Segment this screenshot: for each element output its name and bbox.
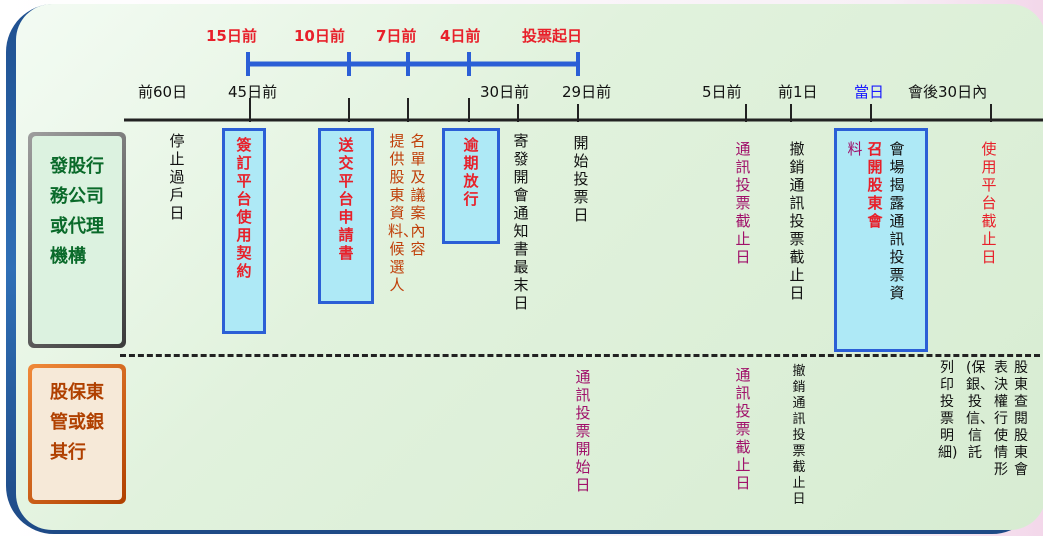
cust-bank-note: (保銀、投信、信託 bbox=[966, 360, 994, 461]
event-sign-contract-box bbox=[222, 128, 266, 334]
event-stop-transfer: 停止過戶日 bbox=[169, 132, 185, 222]
event-vote-end: 通訊投票截止日 bbox=[735, 140, 751, 266]
event-hold-meeting: 召開股東會 bbox=[867, 140, 883, 230]
event-provide-data: 提供股東資料、候選人 bbox=[388, 132, 419, 294]
event-notice-deadline: 寄發開會通知書最末日 bbox=[513, 132, 529, 312]
agency-label-text: 發股行務公司或代理機構 bbox=[50, 156, 104, 267]
event-sign-contract: 簽訂平台使用契約 bbox=[236, 136, 252, 280]
event-submit-application: 送交平台申請書 bbox=[338, 136, 354, 262]
label-4d: 4日前 bbox=[440, 27, 481, 45]
custodian-section-box: 股保東管或銀其行 bbox=[28, 364, 126, 504]
cust-revoke-end: 撤銷通訊投票截止日 bbox=[792, 364, 806, 507]
agency-label: 發股行務公司或代理機構 bbox=[50, 152, 106, 272]
label-7d: 7日前 bbox=[376, 27, 417, 45]
axis-1d: 前1日 bbox=[778, 83, 818, 101]
axis-60d: 前60日 bbox=[138, 83, 188, 101]
axis-30d-after: 會後30日內 bbox=[908, 83, 988, 101]
cust-print-detail: 列印投票明細) bbox=[938, 360, 958, 461]
event-platform-end: 使用平台截止日 bbox=[981, 140, 997, 266]
diagram-panel: 15日前 10日前 7日前 4日前 投票起日 前60日 45日前 30日前 29… bbox=[16, 4, 1043, 530]
cust-view-votes: 股東查閱股東會 bbox=[1014, 360, 1028, 478]
custodian-label-text: 股保東管或銀其行 bbox=[50, 382, 104, 463]
event-overdue-release: 逾期放行 bbox=[463, 136, 479, 208]
event-vote-start: 開始投票日 bbox=[573, 134, 589, 224]
axis-29d: 29日前 bbox=[562, 83, 612, 101]
cust-vote-end: 通訊投票截止日 bbox=[735, 366, 751, 492]
cust-exercise-status: 表決權行使情形 bbox=[994, 360, 1008, 478]
label-15d: 15日前 bbox=[206, 27, 257, 45]
top-bracket bbox=[124, 52, 1043, 122]
label-10d: 10日前 bbox=[294, 27, 345, 45]
axis-45d: 45日前 bbox=[228, 83, 278, 101]
event-meeting-data: 料 bbox=[847, 140, 863, 158]
outer-frame: 15日前 10日前 7日前 4日前 投票起日 前60日 45日前 30日前 29… bbox=[6, 4, 1043, 534]
label-vote-start: 投票起日 bbox=[522, 27, 583, 45]
event-overdue-release-box bbox=[442, 128, 500, 244]
axis-5d: 5日前 bbox=[702, 83, 742, 101]
agency-section-box: 發股行務公司或代理機構 bbox=[28, 132, 126, 348]
axis-30d: 30日前 bbox=[480, 83, 530, 101]
axis-day: 當日 bbox=[854, 83, 885, 101]
cust-vote-start: 通訊投票開始日 bbox=[575, 368, 591, 494]
event-submit-application-box bbox=[318, 128, 374, 304]
event-nominee-list: 名單及議案內容 bbox=[410, 132, 426, 258]
event-meeting-box bbox=[834, 128, 928, 352]
section-divider bbox=[120, 354, 1040, 357]
event-disclose-votes: 會場揭露通訊投票資 bbox=[889, 140, 905, 302]
custodian-label: 股保東管或銀其行 bbox=[50, 378, 106, 468]
event-revoke-end: 撤銷通訊投票截止日 bbox=[789, 140, 805, 302]
